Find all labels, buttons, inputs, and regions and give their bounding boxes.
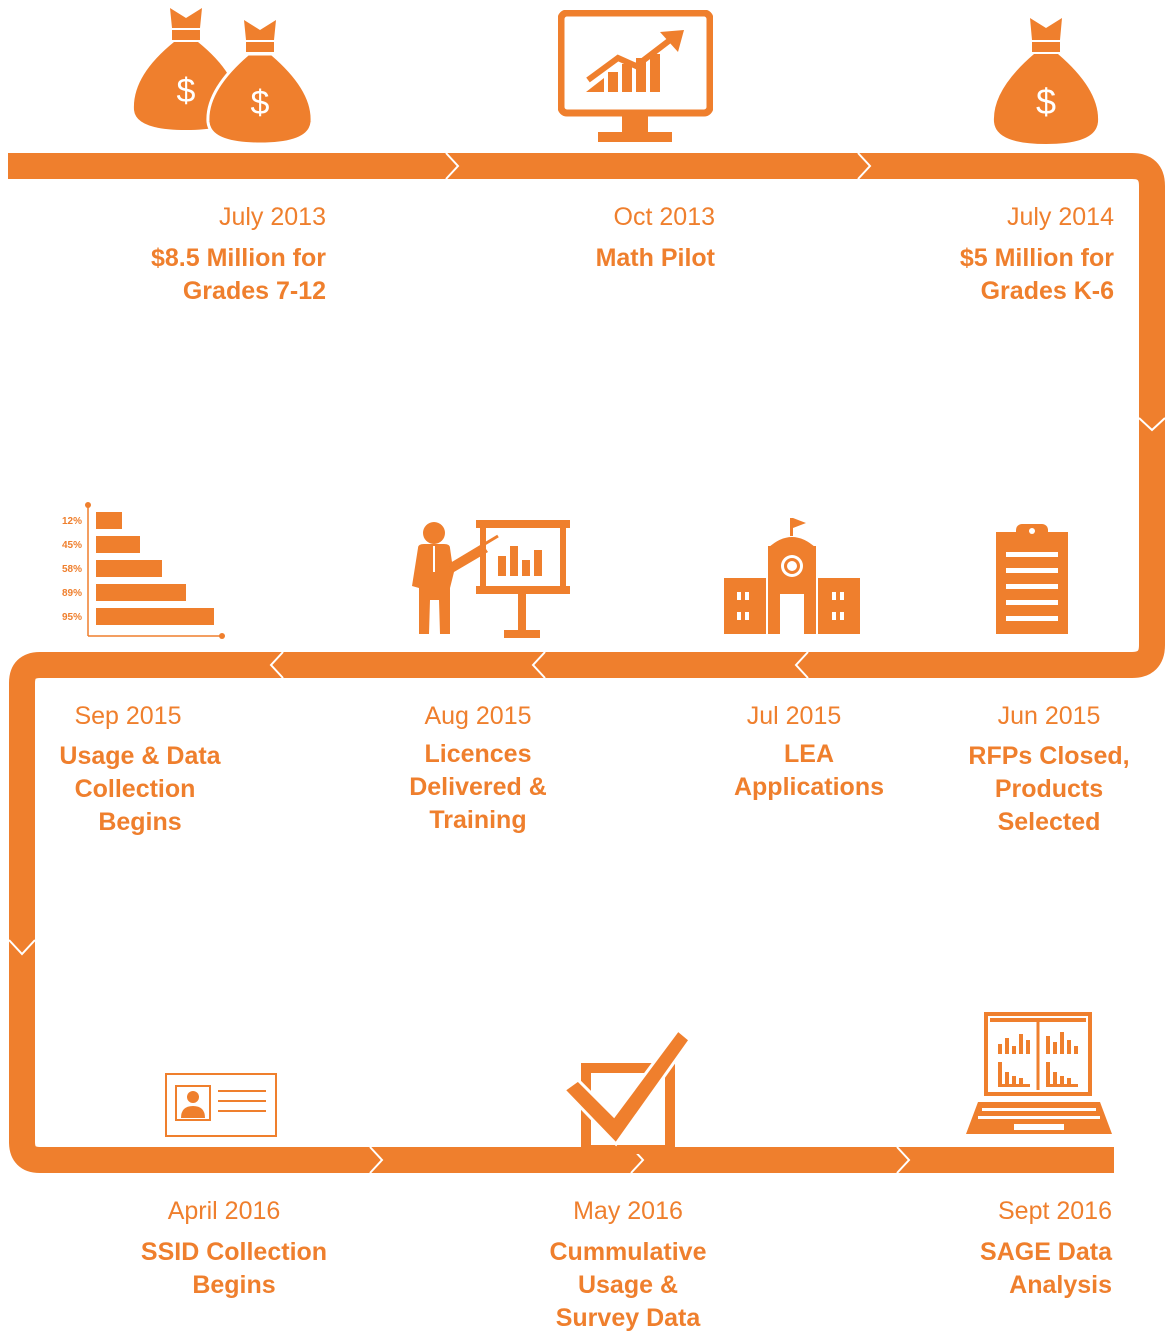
- bar-label: 89%: [62, 588, 82, 599]
- milestone-date: Oct 2013: [613, 203, 715, 231]
- bar-label: 45%: [62, 540, 82, 551]
- milestone-oct-2013: Oct 2013 Math Pilot: [455, 201, 715, 275]
- milestone-sep-2015: Sep 2015 Usage & Data Collection Begins: [10, 700, 270, 839]
- id-card-icon: [165, 1073, 277, 1137]
- checkbox-icon: [562, 1027, 693, 1154]
- milestone-title: $8.5 Million for Grades 7-12: [150, 244, 326, 305]
- milestone-date: Jul 2015: [746, 702, 842, 730]
- milestone-july-2014: July 2014 $5 Million for Grades K-6: [854, 201, 1114, 308]
- milestone-title: LEA Applications: [733, 740, 884, 801]
- milestone-title: Math Pilot: [595, 244, 715, 272]
- milestone-sept-2016: Sept 2016 SAGE Data Analysis: [852, 1195, 1112, 1302]
- milestone-title: Cummulative Usage & Survey Data: [549, 1238, 707, 1332]
- milestone-april-2016: April 2016 SSID Collection Begins: [104, 1195, 364, 1302]
- svg-text:$: $: [1036, 81, 1056, 122]
- money-bags-icon: $ $: [133, 8, 314, 146]
- milestone-date: Aug 2015: [424, 702, 532, 730]
- svg-text:$: $: [177, 72, 196, 110]
- milestone-date: May 2016: [573, 1197, 683, 1225]
- milestone-date: Sep 2015: [74, 702, 182, 730]
- milestone-title: SSID Collection Begins: [140, 1238, 328, 1299]
- bar-chart-icon: 12% 45% 58% 89% 95%: [62, 502, 225, 639]
- milestone-title: RFPs Closed, Products Selected: [968, 742, 1130, 836]
- monitor-growth-chart-icon: [558, 10, 713, 142]
- milestone-title: $5 Million for Grades K-6: [959, 244, 1114, 305]
- milestone-date: July 2013: [218, 203, 326, 231]
- bar-label: 95%: [62, 612, 82, 623]
- milestone-jun-2015: Jun 2015 RFPs Closed, Products Selected: [919, 700, 1166, 839]
- svg-text:$: $: [251, 84, 270, 122]
- money-bag-icon: $: [993, 18, 1099, 144]
- bar-label: 12%: [62, 516, 82, 527]
- milestone-date: July 2014: [1006, 203, 1114, 231]
- milestone-title: Licences Delivered & Training: [409, 740, 547, 834]
- milestone-may-2016: May 2016 Cummulative Usage & Survey Data: [498, 1195, 758, 1333]
- presenter-icon: [412, 520, 570, 638]
- milestone-title: Usage & Data Collection Begins: [59, 742, 221, 836]
- milestone-date: April 2016: [167, 1197, 281, 1225]
- milestone-title: SAGE Data Analysis: [980, 1238, 1112, 1299]
- school-building-icon: [724, 518, 860, 634]
- bar-label: 58%: [62, 564, 82, 575]
- milestone-july-2013: July 2013 $8.5 Million for Grades 7-12: [66, 201, 326, 308]
- milestone-date: Sept 2016: [998, 1197, 1112, 1225]
- laptop-chart-icon: [966, 1012, 1112, 1134]
- milestone-aug-2015: Aug 2015 Licences Delivered & Training: [348, 700, 608, 837]
- milestone-date: Jun 2015: [997, 702, 1101, 730]
- milestone-jul-2015: Jul 2015 LEA Applications: [664, 700, 924, 804]
- clipboard-icon: [996, 524, 1068, 634]
